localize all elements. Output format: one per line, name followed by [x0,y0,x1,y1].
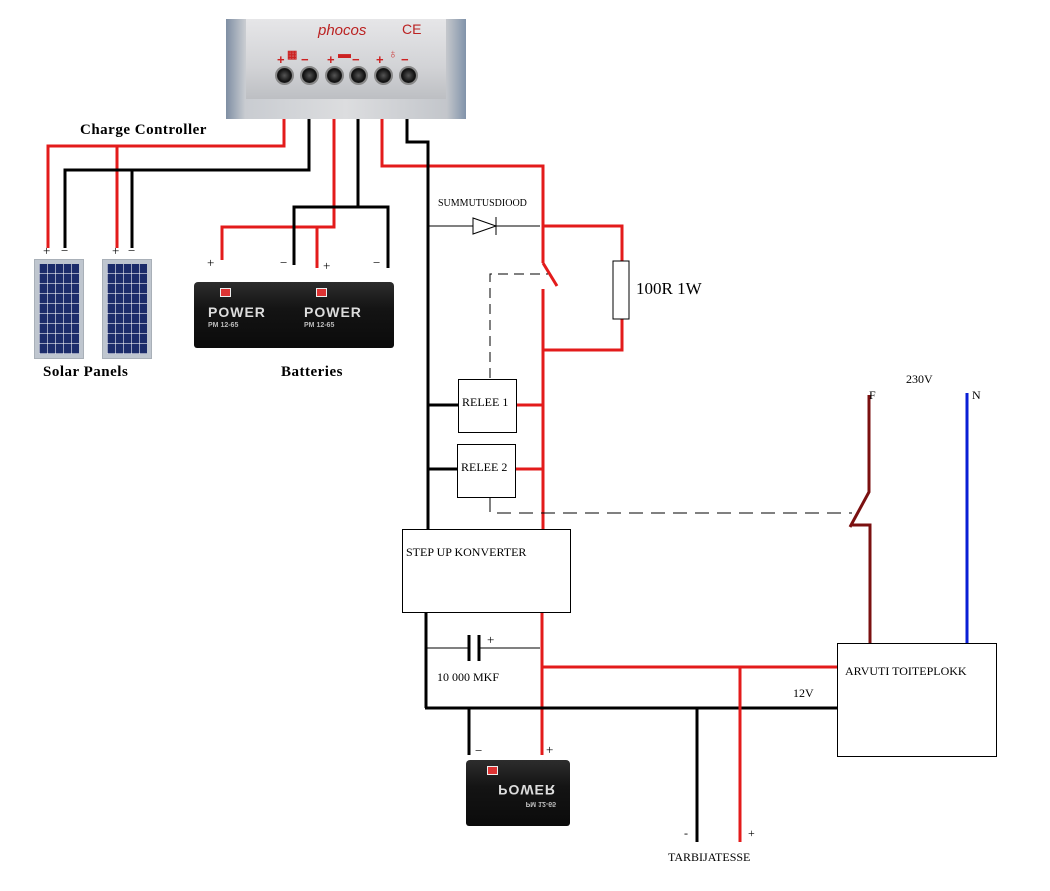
bottom-battery-plus-label: + [546,742,554,757]
panel2-minus-label: − [128,243,136,258]
wire-battery-negative-branch [358,205,390,268]
wire-solar-positive [46,108,286,248]
terminal-battery-minus [349,66,368,85]
load-outlet-label: TARBIJATESSE [668,850,751,864]
psu-box: ARVUTI TOITEPLOKK [837,643,997,757]
battery-terminal-plus-label: + [327,52,335,67]
terminal-solar-plus [275,66,294,85]
wire-battery-positive [220,108,336,260]
solar-panels-label: Solar Panels [43,364,129,380]
lamp-icon: ♁ [388,46,398,61]
load-outlet-plus-label: + [748,826,755,840]
diode-symbol [472,217,498,235]
batteries-label: Batteries [281,364,343,380]
charge-controller-label: Charge Controller [80,122,207,138]
psu-voltage-label: 12V [793,686,814,700]
battery1-plus-label: + [207,255,215,270]
ce-mark: CE [402,21,422,37]
bottom-battery-minus-label: − [475,743,483,758]
solar-panel-1 [34,259,84,359]
relay-1-box: RELEE 1 [458,379,517,433]
panel2-plus-label: + [112,243,120,258]
terminal-load-plus [374,66,393,85]
battery-1-brand: POWER [208,304,266,320]
solar-panel-2 [102,259,152,359]
mains-neutral-label: N [972,388,981,402]
bottom-battery-model: PM 12-65 [525,800,556,807]
solar-panel-icon: ▦ [287,49,298,61]
battery-icon: ▬ [338,46,351,61]
bottom-battery: POWER PM 12-65 [466,760,570,826]
battery-terminal-minus-label: − [352,52,360,67]
wire-battery-negative [292,108,360,265]
panel1-minus-label: − [61,243,69,258]
capacitor-polarity-label: + [487,632,495,647]
bottom-battery-brand: POWER [498,782,556,798]
diode-label: SUMMUTUSDIOOD [438,198,527,209]
solar-terminal-minus-label: − [301,52,309,67]
battery1-minus-label: − [280,255,288,270]
load-outlet-minus-label: - [684,826,688,840]
resistor-symbol [612,260,630,320]
battery-2: POWER PM 12-65 [290,282,394,348]
mains-voltage-label: 230V [906,372,933,386]
wire-load-negative [405,108,430,530]
wire-load-positive [380,108,545,263]
battery2-plus-label: + [323,258,331,273]
battery-1: POWER PM 12-65 [194,282,298,348]
solar-terminal-plus-label: + [277,52,285,67]
resistor-label: 100R 1W [636,279,702,298]
capacitor-label: 10 000 MKF [437,670,500,684]
terminal-battery-plus [325,66,344,85]
battery-1-model: PM 12-65 [208,322,239,329]
terminal-load-minus [399,66,418,85]
wire-mains-phase [848,395,871,528]
step-up-converter-label: STEP UP KONVERTER [406,545,527,559]
battery-2-brand: POWER [304,304,362,320]
relay-2-label: RELEE 2 [461,460,508,474]
step-up-converter-box: STEP UP KONVERTER [402,529,571,613]
panel1-plus-label: + [43,243,51,258]
load-terminal-minus-label: − [401,52,409,67]
relay-2-box: RELEE 2 [457,444,516,498]
charge-controller [226,19,466,119]
load-terminal-plus-label: + [376,52,384,67]
terminal-solar-minus [300,66,319,85]
psu-label: ARVUTI TOITEPLOKK [845,664,967,678]
wire-solar-negative [63,108,311,248]
battery2-minus-label: − [373,255,381,270]
relay-1-label: RELEE 1 [462,395,509,409]
battery-2-model: PM 12-65 [304,322,335,329]
mains-phase-label: F [869,388,876,402]
controller-brand: phocos [318,22,367,39]
